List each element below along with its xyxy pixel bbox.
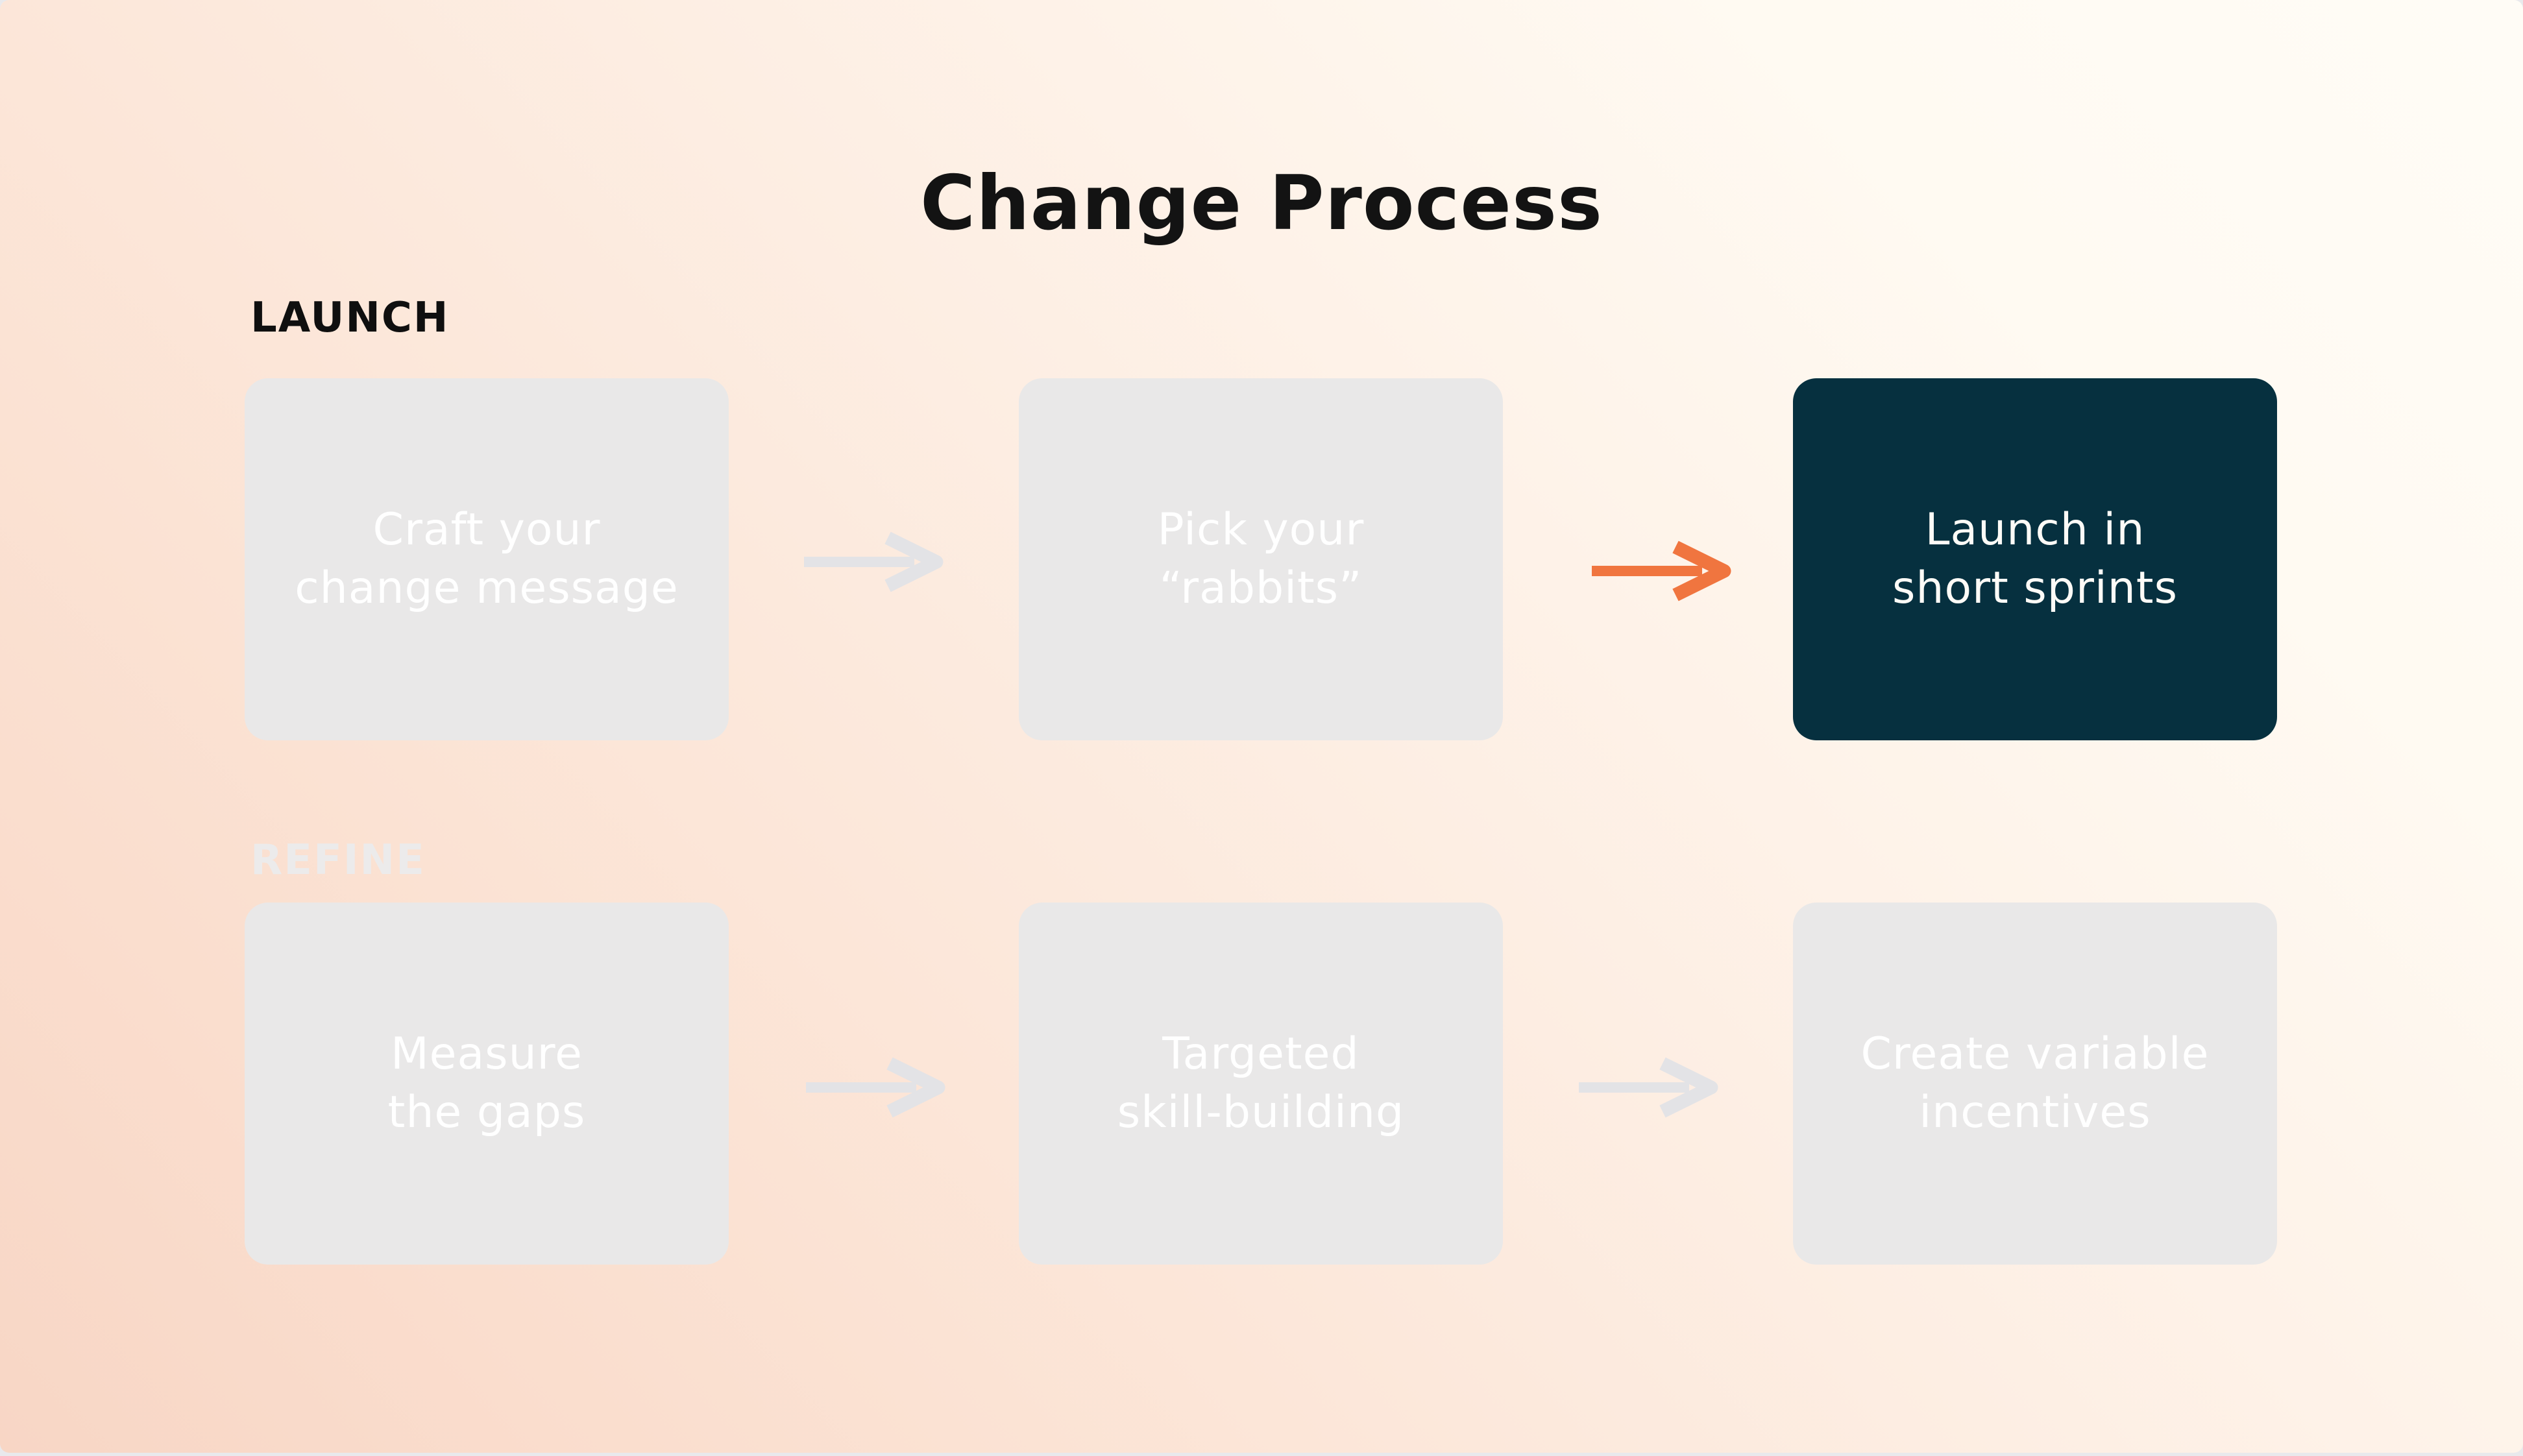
arrow-right-icon [806,1057,945,1118]
node-measure-the-gaps-label: Measure the gaps [387,1028,586,1138]
arrow-right-icon [1579,1057,1718,1118]
node-pick-rabbits-label: Pick your “rabbits” [1157,504,1365,614]
node-craft-change-message-label: Craft your change message [295,504,679,614]
node-targeted-skill-building-label: Targeted skill-building [1117,1028,1405,1138]
node-launch-short-sprints-label: Launch in short sprints [1892,504,2178,614]
section-label-launch: LAUNCH [250,294,450,342]
section-label-refine: REFINE [250,836,426,884]
node-create-variable-incentives: Create variable incentives [1793,903,2277,1265]
node-craft-change-message: Craft your change message [245,378,729,740]
page-title: Change Process [920,160,1603,247]
node-targeted-skill-building: Targeted skill-building [1019,903,1503,1265]
node-measure-the-gaps: Measure the gaps [245,903,729,1265]
arrow-right-highlight-icon [1592,540,1731,601]
node-launch-short-sprints: Launch in short sprints [1793,378,2277,740]
node-create-variable-incentives-label: Create variable incentives [1860,1028,2210,1138]
arrow-right-icon [804,531,944,592]
node-pick-rabbits: Pick your “rabbits” [1019,378,1503,740]
